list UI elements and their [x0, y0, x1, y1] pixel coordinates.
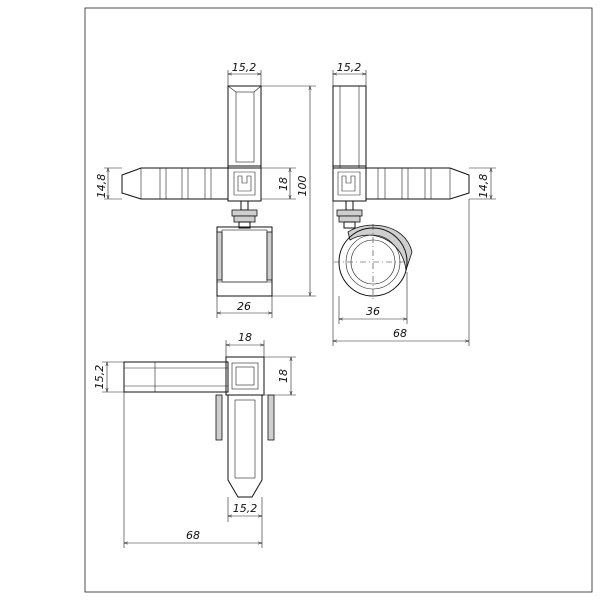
dim-side-right-height: 14,8 — [477, 174, 490, 199]
dim-front-left-height: 14,8 — [95, 174, 108, 199]
top-view-dimensions: 18 15,2 18 15,2 68 — [93, 331, 296, 548]
top-view — [123, 356, 275, 498]
front-view — [121, 85, 273, 297]
dim-top-left-height: 15,2 — [93, 365, 106, 390]
side-view — [332, 85, 470, 300]
side-view-dimensions: 15,2 14,8 36 68 — [332, 61, 496, 346]
dim-front-top-width: 15,2 — [232, 61, 257, 74]
dim-top-right-height: 18 — [277, 369, 290, 383]
dim-side-top-width: 15,2 — [337, 61, 362, 74]
dim-side-wheel-diameter: 36 — [366, 305, 380, 318]
dim-front-inner-height: 18 — [277, 177, 290, 191]
dim-top-total-width: 68 — [186, 529, 200, 542]
drawing-frame — [84, 7, 593, 593]
dim-top-bottom-width: 15,2 — [233, 502, 258, 515]
front-view-dimensions: 15,2 14,8 18 100 26 — [95, 61, 316, 318]
dim-top-square-width: 18 — [238, 331, 252, 344]
dim-side-total-width: 68 — [393, 327, 407, 340]
dim-front-wheel-width: 26 — [237, 300, 251, 313]
dim-front-total-height: 100 — [296, 176, 309, 197]
